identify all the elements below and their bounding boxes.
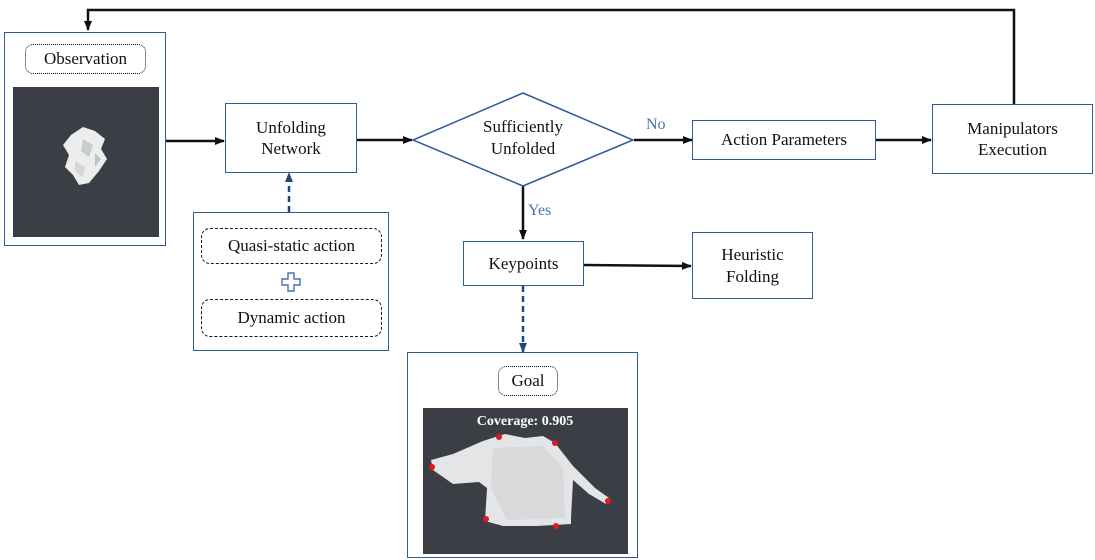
crumpled-cloth-image bbox=[13, 87, 159, 237]
goal-panel: Goal Coverage: 0.905 bbox=[407, 352, 638, 558]
manipulators-line2: Execution bbox=[978, 140, 1047, 159]
decision-diamond bbox=[411, 92, 635, 187]
feedback-arrow bbox=[84, 8, 1016, 104]
action-parameters-label: Action Parameters bbox=[720, 130, 848, 150]
observation-panel: Observation bbox=[4, 32, 166, 246]
quasi-static-action-label: Quasi-static action bbox=[228, 236, 355, 256]
goal-title-text: Goal bbox=[511, 371, 545, 391]
heuristic-line2: Folding bbox=[726, 266, 779, 286]
observation-photo bbox=[13, 87, 159, 237]
manipulators-line1: Manipulators bbox=[967, 118, 1058, 138]
coverage-text: Coverage: 0.905 bbox=[477, 414, 573, 429]
keypoints-box: Keypoints bbox=[463, 241, 584, 286]
unfolding-network-line2: Network bbox=[261, 139, 321, 158]
keypoint-dot bbox=[552, 440, 558, 446]
keypoint-dot bbox=[605, 498, 611, 504]
actions-group-box: Quasi-static action Dynamic action bbox=[193, 212, 389, 351]
heuristic-folding-box: Heuristic Folding bbox=[692, 232, 813, 299]
decision-line1: Sufficiently bbox=[483, 117, 563, 136]
yes-label: Yes bbox=[528, 202, 552, 219]
keypoint-dot bbox=[553, 523, 559, 529]
observation-title: Observation bbox=[25, 44, 146, 74]
unfolded-shirt-image: Coverage: 0.905 bbox=[423, 408, 628, 554]
plus-icon bbox=[281, 272, 301, 292]
arrow-keypoints-to-heuristic bbox=[583, 261, 692, 270]
goal-photo: Coverage: 0.905 bbox=[423, 408, 628, 554]
manipulators-execution-box: Manipulators Execution bbox=[932, 104, 1093, 174]
quasi-static-action: Quasi-static action bbox=[201, 228, 382, 264]
keypoint-dot bbox=[483, 516, 489, 522]
heuristic-line1: Heuristic bbox=[721, 245, 784, 265]
decision-line2: Unfolded bbox=[490, 139, 556, 159]
keypoints-label: Keypoints bbox=[488, 253, 559, 273]
keypoint-dot bbox=[429, 464, 435, 470]
action-parameters-box: Action Parameters bbox=[692, 120, 876, 160]
observation-title-text: Observation bbox=[43, 49, 128, 69]
decision-text: Sufficiently Unfolded bbox=[463, 116, 583, 160]
dynamic-action-label: Dynamic action bbox=[237, 308, 346, 328]
goal-title: Goal bbox=[498, 366, 558, 396]
unfolding-network-box: Unfolding Network bbox=[225, 103, 357, 173]
no-label: No bbox=[646, 116, 666, 133]
keypoint-dot bbox=[496, 434, 502, 440]
dynamic-action: Dynamic action bbox=[201, 299, 382, 337]
unfolding-network-line1: Unfolding bbox=[256, 117, 326, 137]
